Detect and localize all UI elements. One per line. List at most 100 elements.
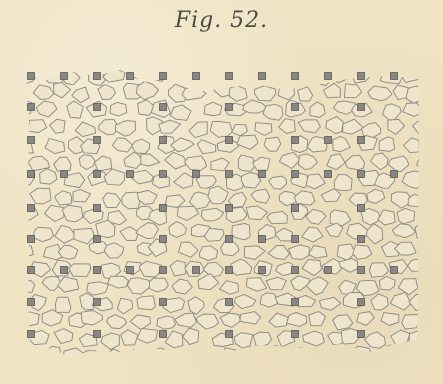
cobblestone <box>379 137 394 152</box>
cobblestone <box>27 120 46 133</box>
cobblestone <box>255 86 276 101</box>
grid-marker-icon <box>292 104 299 111</box>
cobblestone <box>303 331 325 346</box>
cobblestone <box>270 67 289 82</box>
cobblestone <box>16 244 33 258</box>
cobblestone <box>54 157 71 171</box>
cobblestone <box>110 102 127 116</box>
cobblestone <box>45 346 61 362</box>
cobblestone <box>185 156 207 171</box>
grid-marker-icon <box>259 171 266 178</box>
grid-marker-icon <box>226 137 233 144</box>
cobblestone <box>306 209 326 224</box>
cobblestone <box>392 224 415 238</box>
cobblestone <box>266 277 286 290</box>
cobblestone <box>81 311 102 326</box>
cobblestone <box>33 85 54 100</box>
grid-marker-icon <box>259 236 266 243</box>
grid-marker-icon <box>226 267 233 274</box>
grid-marker-icon <box>292 236 299 243</box>
cobblestone <box>112 138 133 152</box>
cobblestone <box>291 276 310 291</box>
cobblestone <box>268 246 289 260</box>
cobblestone <box>36 101 57 117</box>
cobblestone <box>334 101 356 114</box>
grid-marker-icon <box>325 73 332 80</box>
cobblestone <box>310 102 325 118</box>
grid-marker-icon <box>226 171 233 178</box>
cobblestone <box>75 122 95 137</box>
cobblestone <box>339 259 358 273</box>
cobblestone <box>139 261 162 277</box>
cobblestone <box>208 186 228 204</box>
cobblestone <box>55 225 77 243</box>
cobblestone <box>124 152 143 169</box>
grid-marker-icon <box>193 73 200 80</box>
grid-marker-icon <box>358 137 365 144</box>
cobblestone <box>45 138 65 153</box>
grid-marker-icon <box>160 205 167 212</box>
cobblestone <box>72 87 90 103</box>
grid-marker-icon <box>226 299 233 306</box>
cobblestone <box>199 246 217 261</box>
cobblestone <box>400 67 419 83</box>
cobblestone <box>138 190 158 204</box>
cobblestone <box>237 135 258 149</box>
cobblestone <box>269 313 289 327</box>
cobblestone <box>417 153 435 170</box>
cobblestone <box>267 211 288 223</box>
cobblestone <box>366 224 382 244</box>
cobblestone <box>149 278 168 292</box>
cobblestone <box>79 155 95 170</box>
cobblestone <box>361 123 380 139</box>
cobblestone <box>246 206 267 220</box>
grid-marker-icon <box>358 73 365 80</box>
cobblestone <box>309 246 328 259</box>
cobblestone <box>234 333 253 348</box>
cobblestone <box>252 157 270 170</box>
cobblestone <box>241 173 261 188</box>
cobblestone <box>127 278 150 294</box>
cobblestone <box>169 222 187 238</box>
cobblestone <box>103 68 125 83</box>
cobblestone <box>264 137 281 151</box>
cobblestone <box>220 281 239 295</box>
cobblestone <box>327 154 346 170</box>
cobblestone <box>63 348 84 364</box>
cobblestone <box>132 170 154 184</box>
grid-marker-icon <box>61 171 68 178</box>
cobblestone <box>203 262 224 277</box>
grid-marker-icon <box>28 73 35 80</box>
cobblestone <box>260 346 284 361</box>
cobblestone <box>368 86 392 101</box>
grid-marker-icon <box>94 137 101 144</box>
cobblestone <box>401 351 421 364</box>
cobblestone <box>381 313 399 326</box>
cobblestone <box>289 347 308 363</box>
cobblestone <box>137 328 158 343</box>
grid-marker-icon <box>325 171 332 178</box>
grid-marker-icon <box>358 331 365 338</box>
cobblestone <box>365 332 386 348</box>
cobblestone <box>353 245 372 259</box>
cobblestone <box>152 348 172 363</box>
grid-marker-icon <box>160 171 167 178</box>
grid-marker-icon <box>160 73 167 80</box>
grid-marker-icon <box>28 236 35 243</box>
grid-marker-icon <box>61 267 68 274</box>
cobblestone <box>253 332 271 347</box>
cobblestone <box>170 105 191 121</box>
cobblestone <box>263 104 283 120</box>
cobblestone <box>28 156 49 170</box>
cobblestone <box>287 313 307 327</box>
cobblestone <box>278 86 294 100</box>
grid-marker-icon <box>94 171 101 178</box>
cobblestone <box>397 208 415 223</box>
grid-marker-icon <box>226 73 233 80</box>
grid-marker-icon <box>226 331 233 338</box>
grid-marker-icon <box>61 73 68 80</box>
cobblestone <box>165 195 185 208</box>
grid-marker-icon <box>226 236 233 243</box>
